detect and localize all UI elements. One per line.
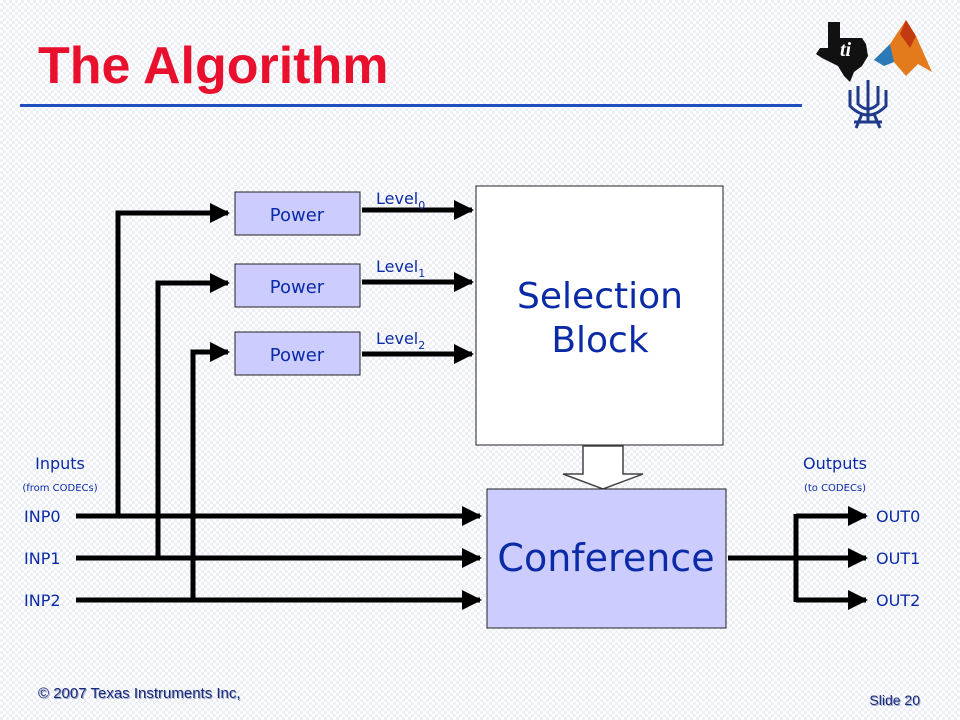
branch-to-power-0 <box>115 203 230 516</box>
level1-label: Level1 <box>376 257 425 280</box>
slide-number: Slide 20 <box>869 692 920 708</box>
input-label-0: INP0 <box>24 507 61 526</box>
svg-text:ti: ti <box>840 39 852 61</box>
output-label-2: OUT2 <box>876 591 920 610</box>
matlab-logo <box>874 20 932 76</box>
conference-label: Conference <box>497 536 714 580</box>
power-block-2: Power <box>234 331 361 376</box>
power-block-1: Power <box>234 263 361 308</box>
output-label-0: OUT0 <box>876 507 920 526</box>
texas-ti-logo: ti <box>816 22 868 82</box>
input-label-2: INP2 <box>24 591 61 610</box>
selection-block-line2: Block <box>551 320 649 361</box>
title-underline <box>20 104 802 107</box>
inputs-sublabel: (from CODECs) <box>22 483 97 494</box>
slide-title: The Algorithm <box>38 37 389 95</box>
copyright-footer: © 2007 Texas Instruments Inc, <box>38 685 241 702</box>
output-label-1: OUT1 <box>876 549 920 568</box>
selection-block-line1: Selection <box>517 276 683 317</box>
outputs-label: Outputs <box>803 454 867 473</box>
branch-to-power-2 <box>190 342 230 600</box>
level2-label: Level2 <box>376 329 425 352</box>
power-label: Power <box>270 345 325 366</box>
power-label: Power <box>270 277 325 298</box>
input-label-1: INP1 <box>24 549 61 568</box>
power-label: Power <box>270 205 325 226</box>
branch-to-power-1 <box>155 273 230 558</box>
outputs-sublabel: (to CODECs) <box>804 483 866 494</box>
level0-label: Level0 <box>376 189 425 212</box>
tel-aviv-university-emblem <box>848 80 888 129</box>
selection-to-conference-arrow <box>562 445 644 490</box>
logo-group: ti <box>816 20 932 129</box>
conference-block: Conference <box>486 488 727 629</box>
inputs-label: Inputs <box>35 454 85 473</box>
power-block-0: Power <box>234 191 361 236</box>
selection-block: Selection Block <box>475 185 724 446</box>
